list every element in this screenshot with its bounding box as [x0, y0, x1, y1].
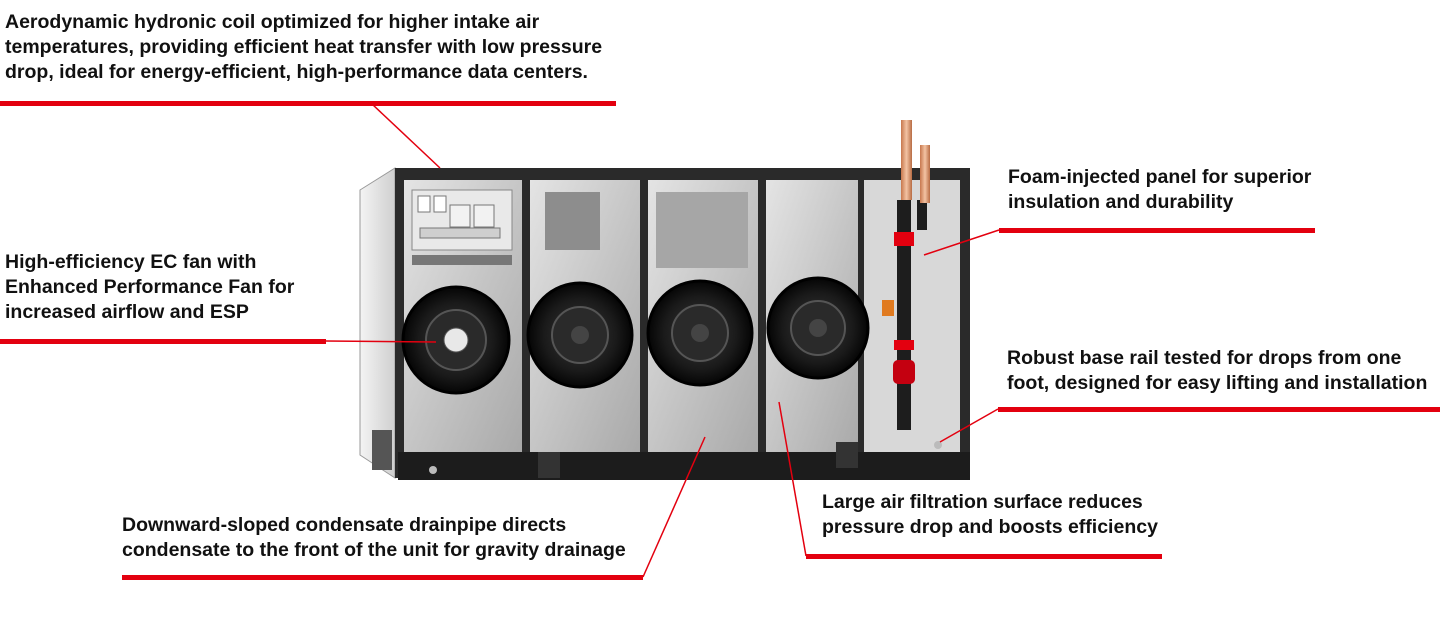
callout-line: condensate to the front of the unit for …	[122, 539, 626, 561]
ec-fan-1	[401, 285, 511, 395]
electrical-components	[411, 189, 513, 265]
callout-line: pressure drop and boosts efficiency	[822, 516, 1158, 538]
leader-fan	[325, 340, 437, 343]
ec-fan-3	[646, 279, 754, 387]
unit-side-grille	[372, 430, 392, 470]
callout-line: Large air filtration surface reduces	[822, 491, 1143, 513]
underline-filter	[806, 554, 1162, 559]
leader-rail	[939, 408, 999, 443]
piping-assembly	[882, 200, 927, 430]
underline-rail	[998, 407, 1440, 412]
copper-pipe-2	[920, 145, 930, 203]
callout-line: increased airflow and ESP	[5, 301, 249, 323]
ec-fan-4	[766, 276, 870, 380]
callout-air-filtration: Large air filtration surface reduces pre…	[822, 490, 1158, 540]
leader-coil	[371, 103, 441, 169]
callout-line: drop, ideal for energy-efficient, high-p…	[5, 61, 588, 83]
base-rail	[398, 452, 970, 480]
callout-line: foot, designed for easy lifting and inst…	[1007, 372, 1428, 394]
callout-line: Downward-sloped condensate drainpipe dir…	[122, 514, 567, 536]
control-box	[545, 192, 600, 250]
callout-line: temperatures, providing efficient heat t…	[5, 36, 603, 58]
callout-drainpipe: Downward-sloped condensate drainpipe dir…	[122, 513, 626, 563]
copper-pipe-1	[901, 120, 912, 200]
leader-foam	[923, 229, 1000, 256]
callout-line: insulation and durability	[1008, 191, 1234, 213]
callout-ec-fan: High-efficiency EC fan with Enhanced Per…	[5, 250, 294, 325]
callout-underlines	[0, 101, 1440, 580]
callout-base-rail: Robust base rail tested for drops from o…	[1007, 346, 1427, 396]
underline-foam	[999, 228, 1315, 233]
base-rail-bracket-1	[538, 452, 560, 478]
callout-line: Aerodynamic hydronic coil optimized for …	[5, 11, 540, 33]
ec-fan-2	[526, 281, 634, 389]
drain-port	[429, 466, 437, 474]
bay-panel-5	[864, 180, 960, 452]
base-rail-port	[934, 441, 942, 449]
underline-drain	[122, 575, 643, 580]
callout-line: Enhanced Performance Fan for	[5, 276, 295, 298]
callout-hydronic-coil: Aerodynamic hydronic coil optimized for …	[5, 10, 602, 85]
leader-lines	[325, 103, 1000, 578]
underline-fan	[0, 339, 326, 344]
leader-drain	[642, 436, 706, 578]
callout-line: High-efficiency EC fan with	[5, 251, 257, 273]
underline-coil	[0, 101, 616, 106]
callout-foam-panel: Foam-injected panel for superior insulat…	[1008, 165, 1311, 215]
callout-line: Robust base rail tested for drops from o…	[1007, 347, 1402, 369]
coil-block	[656, 192, 748, 268]
base-rail-bracket-2	[836, 442, 858, 468]
callout-line: Foam-injected panel for superior	[1008, 166, 1312, 188]
leader-filter	[778, 401, 807, 557]
